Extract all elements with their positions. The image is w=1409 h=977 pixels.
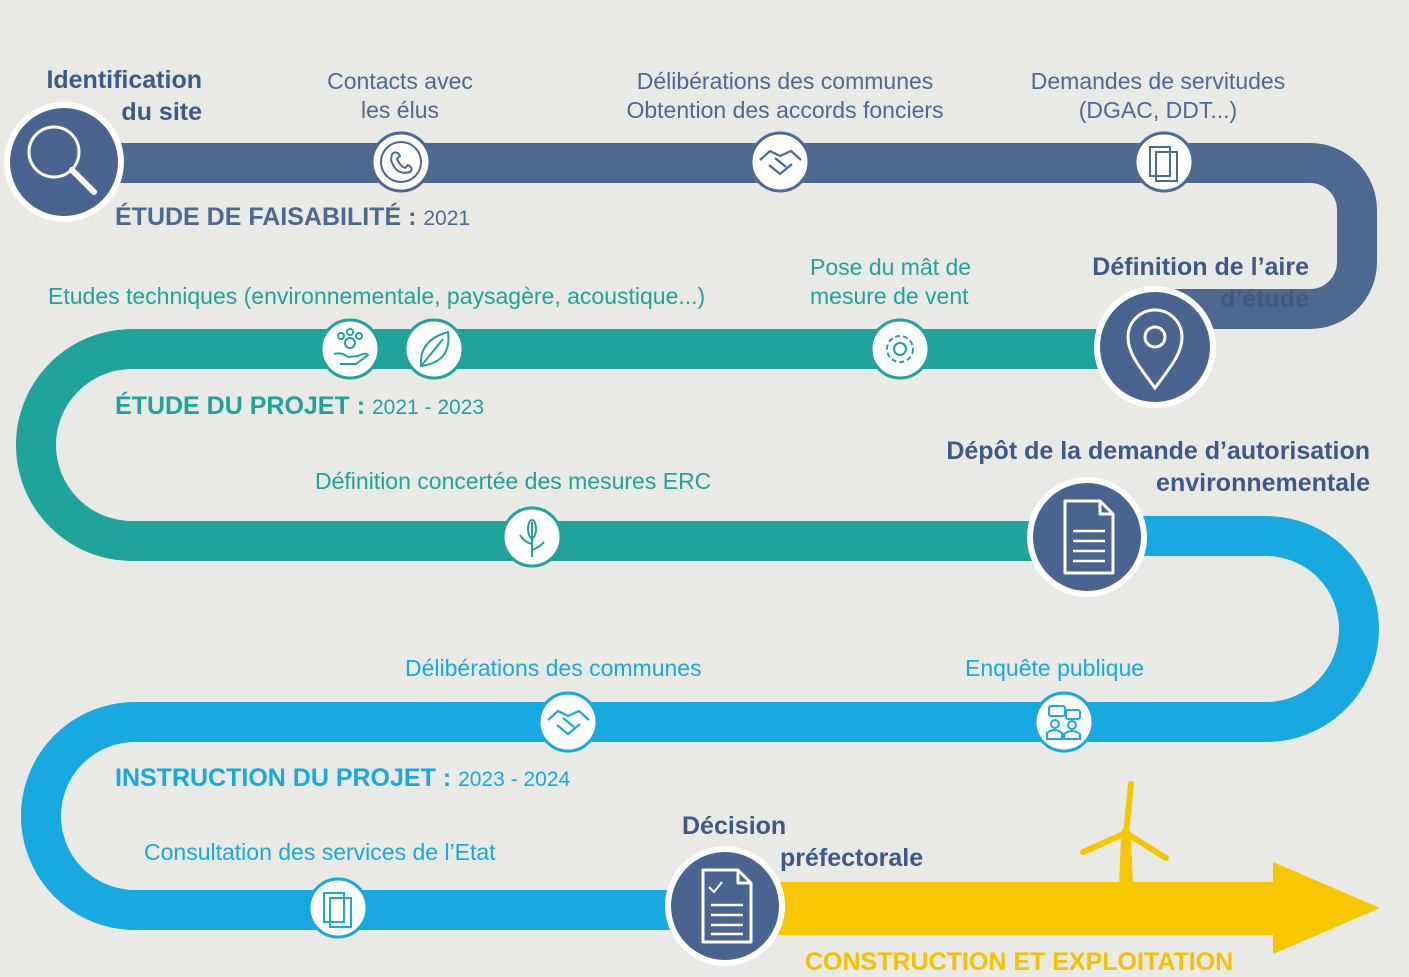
step-deliberations-2-label: Délibérations des communes bbox=[405, 655, 702, 681]
phone-icon bbox=[370, 131, 432, 193]
milestone-site-line-1: Identification bbox=[46, 66, 202, 94]
phase-construction-label: CONSTRUCTION ET EXPLOITATION bbox=[805, 948, 1234, 976]
magnifier-icon bbox=[4, 102, 124, 222]
gear-icon bbox=[869, 318, 931, 380]
road-construction-arrow bbox=[720, 862, 1380, 954]
step-consultation-label: Consultation des services de l’Etat bbox=[144, 839, 496, 865]
phase-feasibility-title: ÉTUDE DE FAISABILITÉ : bbox=[115, 203, 417, 231]
step-deliberations-1-line-1: Délibérations des communes bbox=[636, 68, 934, 94]
phase-feasibility-years: 2021 bbox=[423, 207, 471, 230]
road-project bbox=[16, 329, 1150, 561]
phase-instruction-label: INSTRUCTION DU PROJET : 2023 - 2024 bbox=[115, 764, 570, 793]
documents-icon bbox=[307, 877, 369, 939]
step-enquete-label: Enquête publique bbox=[965, 655, 1145, 681]
road-feasibility bbox=[60, 143, 1377, 329]
step-deliberations-1-line-2: Obtention des accords fonciers bbox=[626, 97, 944, 123]
step-contacts-label: Contacts avec les élus bbox=[300, 67, 500, 125]
handshake-icon bbox=[537, 691, 599, 753]
step-mat-line-1: Pose du mât de bbox=[810, 254, 972, 280]
location-pin-icon bbox=[1094, 286, 1216, 408]
step-mat-label: Pose du mât de mesure de vent bbox=[810, 253, 971, 311]
step-mat-line-2: mesure de vent bbox=[810, 283, 969, 309]
step-deliberations-1-label: Délibérations des communes Obtention des… bbox=[585, 67, 985, 125]
leaf-icon bbox=[403, 318, 465, 380]
step-etudes-label: Etudes techniques (environnementale, pay… bbox=[48, 283, 706, 309]
phase-project-years: 2021 - 2023 bbox=[371, 396, 485, 419]
milestone-site-label: Identification du site bbox=[46, 64, 202, 128]
wind-turbine-icon bbox=[1080, 781, 1169, 886]
step-servitudes-label: Demandes de servitudes (DGAC, DDT...) bbox=[1008, 67, 1308, 125]
step-contacts-line-2: les élus bbox=[361, 97, 439, 123]
phase-project-label: ÉTUDE DU PROJET : 2021 - 2023 bbox=[115, 392, 484, 421]
phase-feasibility-label: ÉTUDE DE FAISABILITÉ : 2021 bbox=[115, 203, 470, 232]
document-icon bbox=[1027, 477, 1147, 597]
step-servitudes-line-1: Demandes de servitudes bbox=[1030, 68, 1286, 94]
milestone-decision-title: Décision bbox=[682, 812, 787, 840]
people-chat-icon bbox=[1033, 691, 1095, 753]
milestone-area-line-1: Définition de l’aire bbox=[1092, 253, 1309, 281]
milestone-decision-subtitle: préfectorale bbox=[780, 844, 924, 872]
milestone-area-label: Définition de l’aire d’étude bbox=[1092, 251, 1309, 315]
step-erc-label: Définition concertée des mesures ERC bbox=[315, 468, 712, 494]
paw-hand-icon bbox=[319, 318, 381, 380]
milestone-site-line-2: du site bbox=[121, 98, 202, 126]
step-contacts-line-1: Contacts avec bbox=[327, 68, 473, 94]
phase-instruction-years: 2023 - 2024 bbox=[458, 768, 571, 791]
milestone-deposit-line-1: Dépôt de la demande d’autorisation bbox=[946, 437, 1370, 465]
phase-project-title: ÉTUDE DU PROJET : bbox=[115, 392, 366, 420]
phase-instruction-title: INSTRUCTION DU PROJET : bbox=[115, 764, 452, 792]
milestone-deposit-label: Dépôt de la demande d’autorisation envir… bbox=[946, 435, 1370, 499]
plant-icon bbox=[501, 506, 563, 568]
road-instruction bbox=[21, 516, 1379, 930]
documents-icon bbox=[1133, 131, 1195, 193]
checked-document-icon bbox=[665, 846, 785, 966]
step-servitudes-line-2: (DGAC, DDT...) bbox=[1078, 97, 1238, 123]
milestone-deposit-line-2: environnementale bbox=[1156, 469, 1370, 497]
milestone-area-line-2: d’étude bbox=[1220, 285, 1309, 313]
handshake-icon bbox=[749, 131, 811, 193]
